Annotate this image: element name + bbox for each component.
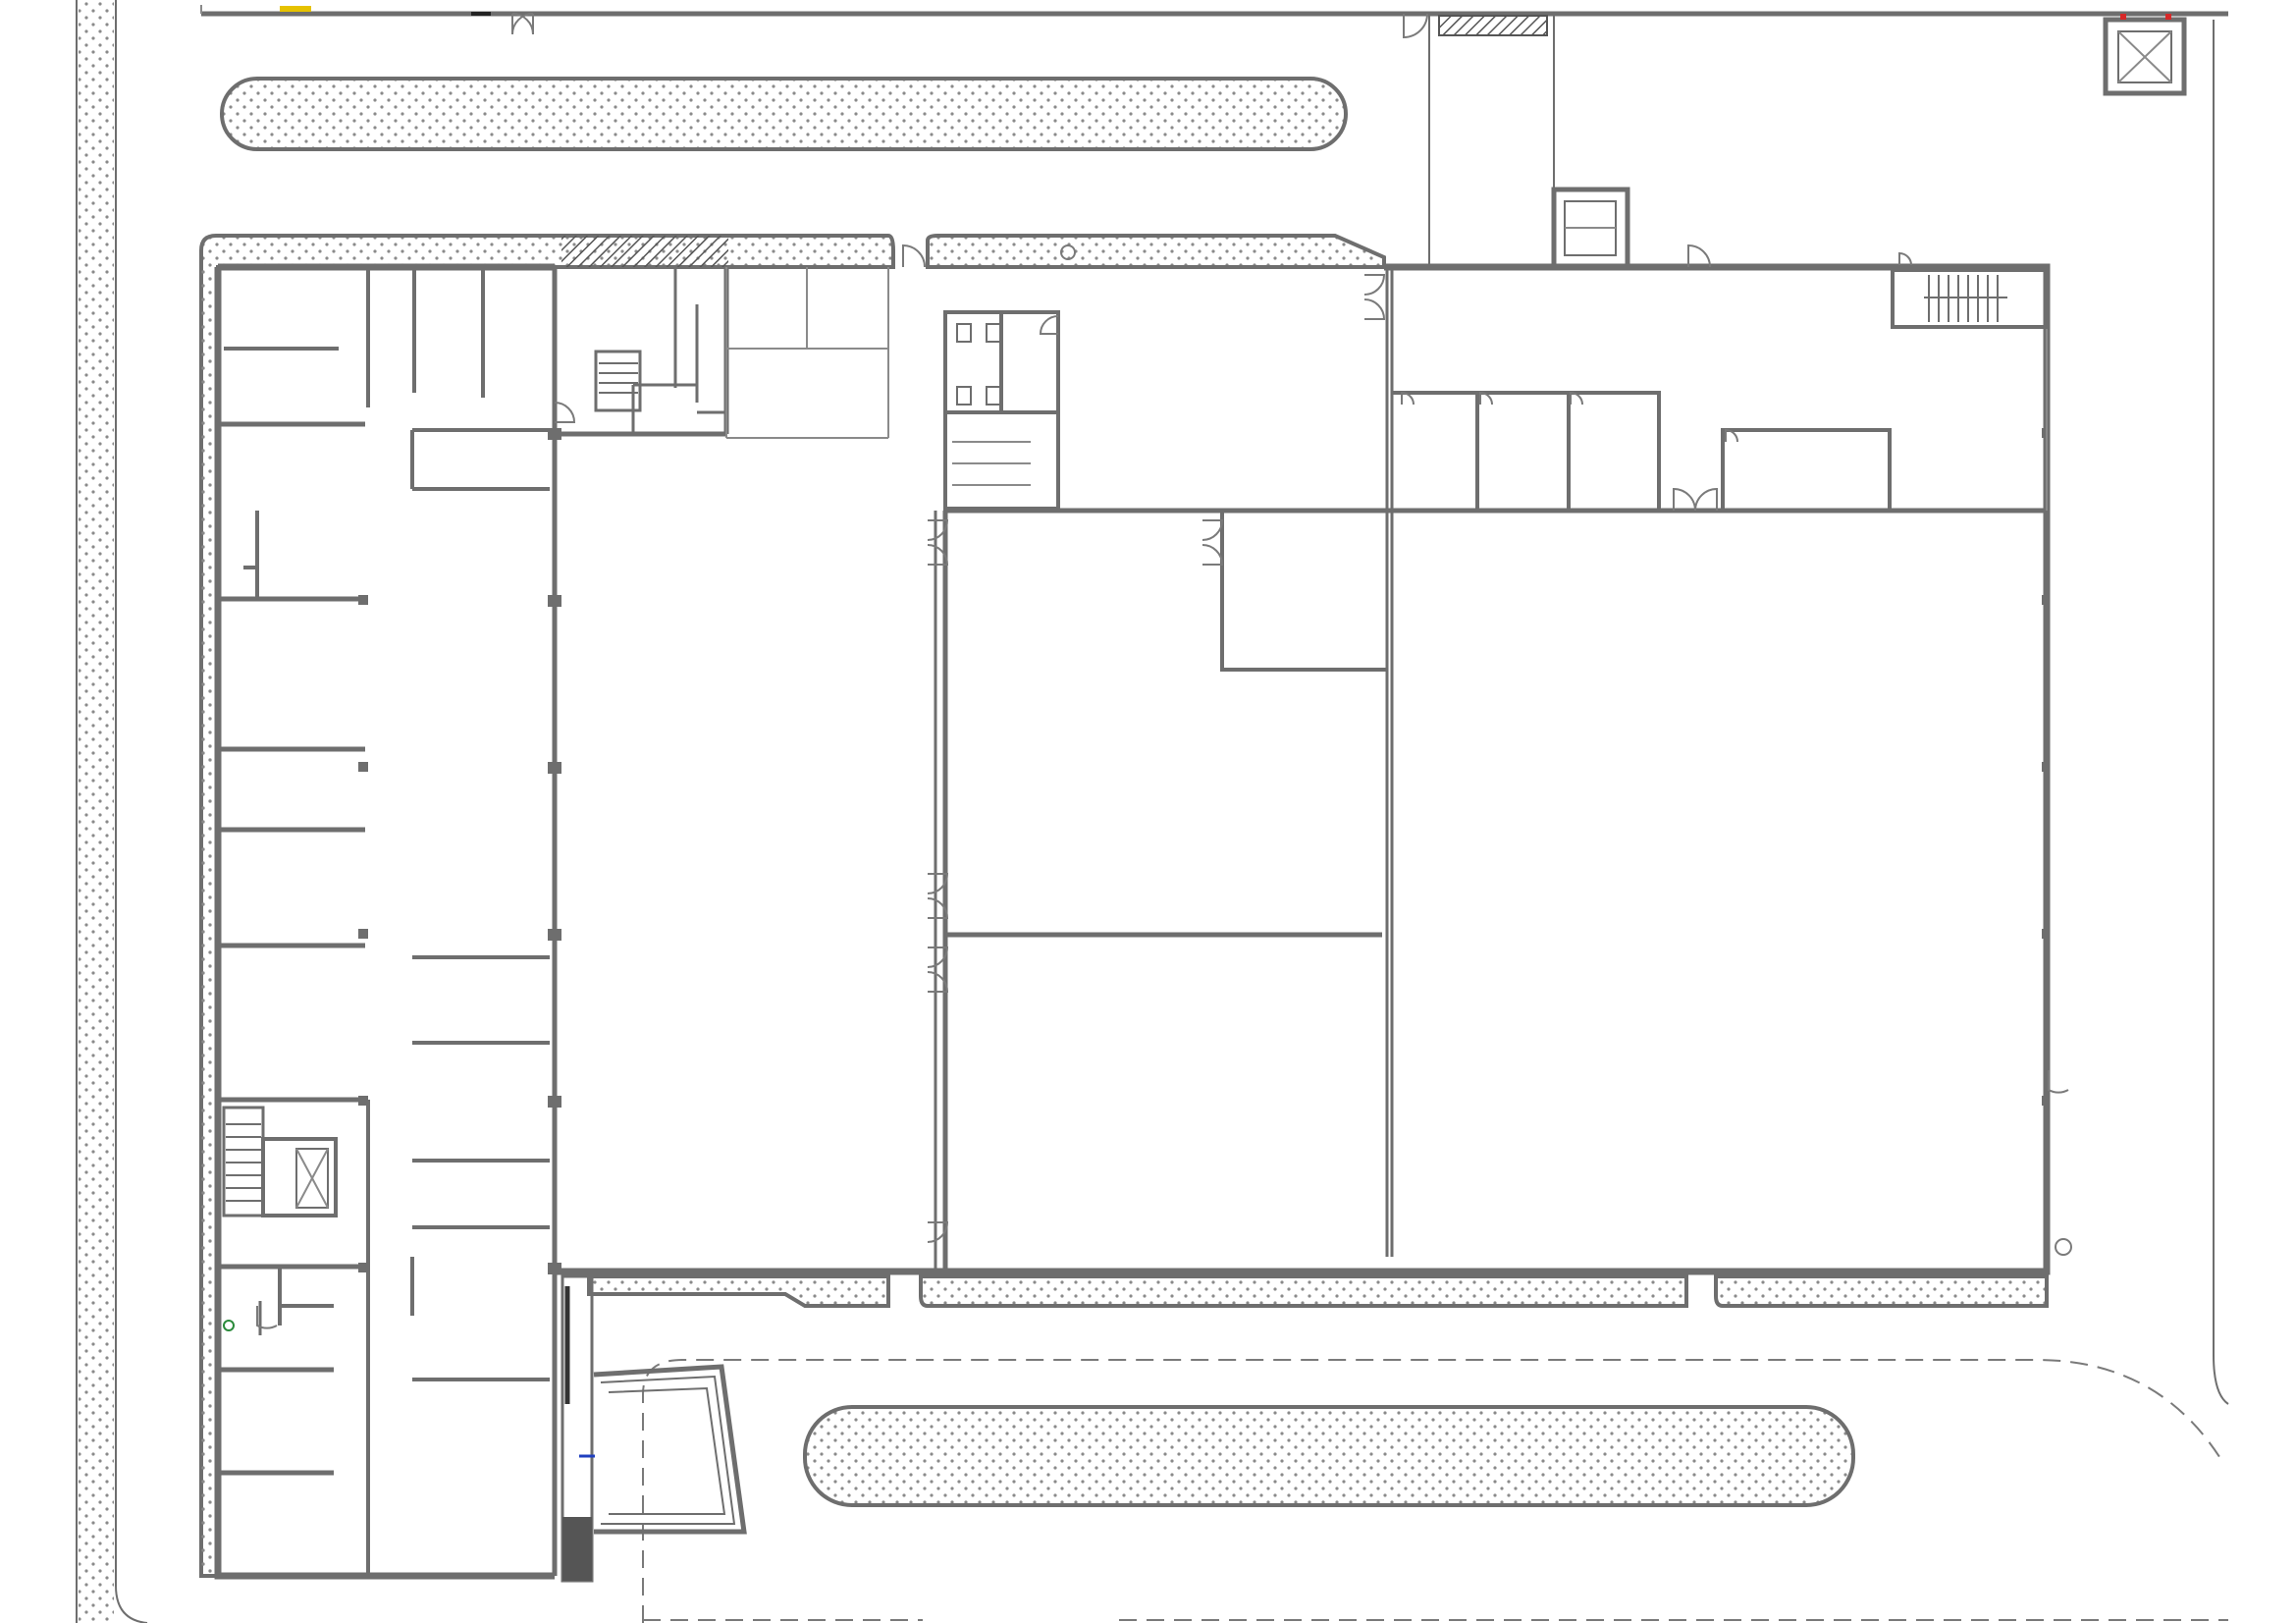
bottom-planting-bed <box>803 1405 1855 1507</box>
left-planting-strip <box>79 0 114 1623</box>
door-swing-icon <box>927 1221 949 1243</box>
lift-icon <box>2103 14 2187 96</box>
door-swing-icon <box>927 519 949 541</box>
door-swing-icon <box>1201 544 1224 566</box>
door-swing-icon <box>902 243 926 268</box>
door-swing-icon <box>1687 243 1711 268</box>
door-swing-icon <box>927 873 949 894</box>
door-swing-icon <box>1363 274 1386 296</box>
door-swing-icon <box>1898 251 1912 266</box>
door-swing-icon <box>511 13 534 35</box>
door-swing-icon <box>1694 487 1718 512</box>
door-swing-icon <box>2055 1238 2072 1256</box>
door-swing-icon <box>927 544 949 566</box>
stair-icon <box>222 1106 265 1217</box>
stair-icon <box>594 350 642 412</box>
driveway-outline <box>642 1359 2224 1623</box>
yellow-marker <box>280 6 311 12</box>
door-swing-icon <box>1401 391 1415 406</box>
top-left-hatch <box>561 236 728 267</box>
building-walls <box>214 263 2051 1583</box>
door-swing-icon <box>1673 487 1696 512</box>
door-swing-icon <box>2048 1070 2069 1094</box>
door-swing-icon <box>927 897 949 919</box>
stair-icon <box>1891 268 2049 329</box>
door-swing-icon <box>1479 391 1493 406</box>
door-swing-icon <box>554 402 576 423</box>
toilet-icon <box>956 323 1001 406</box>
green-marker <box>223 1320 235 1331</box>
door-swing-icon <box>1363 298 1386 320</box>
door-swing-icon <box>927 947 949 968</box>
site-landscape <box>76 0 2229 1623</box>
top-planting-bed <box>220 77 1348 151</box>
top-entrance-hatch <box>1438 15 1548 36</box>
entrance-ramp <box>561 1274 747 1583</box>
door-swing-icon <box>1039 315 1059 335</box>
door-swings <box>256 13 2072 1329</box>
door-swing-icon <box>1403 13 1428 39</box>
door-swing-icon <box>511 13 534 35</box>
lift-icon <box>1551 187 1630 271</box>
door-swing-icon <box>1060 244 1076 260</box>
door-swing-icon <box>1201 519 1224 541</box>
door-swing-icon <box>256 1306 278 1329</box>
lift-icon <box>261 1137 338 1217</box>
door-swing-icon <box>1570 391 1583 406</box>
door-swing-icon <box>927 971 949 993</box>
building-planting-border <box>199 234 2049 1578</box>
door-swing-icon <box>1725 428 1738 443</box>
